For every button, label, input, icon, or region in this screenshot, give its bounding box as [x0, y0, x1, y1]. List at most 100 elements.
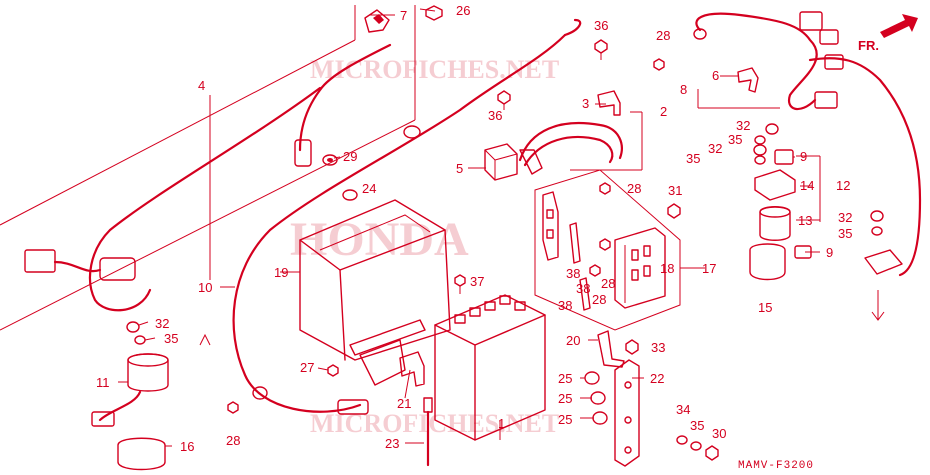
part-22-bracket — [614, 359, 640, 467]
callout-1: 1 — [498, 416, 505, 431]
part-25-nut-c — [592, 411, 608, 425]
callout-8: 8 — [680, 82, 687, 97]
part-35-washer-right-a — [754, 135, 766, 145]
part-7-terminal-cap — [364, 9, 390, 33]
part-19-battery-box — [299, 199, 451, 386]
part-35-washer-right-c — [871, 226, 883, 236]
callout-4: 4 — [198, 78, 205, 93]
front-direction-arrow: FR. — [858, 14, 918, 53]
part-20-stay — [597, 330, 625, 368]
part-28-screw-fuse-a — [599, 238, 611, 251]
callout-32-right-c: 32 — [838, 210, 852, 225]
callout-3: 3 — [582, 96, 589, 111]
callout-31: 31 — [668, 183, 682, 198]
part-38-fuse-holder-middle — [569, 222, 581, 264]
part-28-bolt-top — [653, 58, 665, 71]
callout-5: 5 — [456, 161, 463, 176]
callout-30: 30 — [712, 426, 726, 441]
callout-16: 16 — [180, 439, 194, 454]
callout-2: 2 — [660, 104, 667, 119]
callout-12: 12 — [836, 178, 850, 193]
callout-35-left: 35 — [164, 331, 178, 346]
part-21-stay — [399, 351, 425, 387]
callout-28-fuse-a: 28 — [601, 276, 615, 291]
callout-23: 23 — [385, 436, 399, 451]
part-18-fuse-box — [614, 227, 666, 309]
part-2-cable-assembly — [518, 121, 623, 175]
part-30-bolt — [705, 445, 719, 461]
callout-15: 15 — [758, 300, 772, 315]
callout-37: 37 — [470, 274, 484, 289]
callout-13: 13 — [798, 213, 812, 228]
part-1-battery — [434, 294, 546, 441]
callout-32-left: 32 — [155, 316, 169, 331]
callout-6: 6 — [712, 68, 719, 83]
part-36-bolt-lower — [497, 90, 511, 110]
callout-29: 29 — [343, 149, 357, 164]
callout-17: 17 — [702, 261, 716, 276]
part-26-bolt — [425, 5, 443, 21]
callout-7: 7 — [400, 8, 407, 23]
part-25-nut-b — [590, 391, 606, 405]
part-36-bolt-upper — [594, 39, 608, 60]
part-34-washer — [676, 435, 688, 445]
part-23-bolt — [423, 397, 433, 467]
part-38-fuse-holder-lower — [579, 277, 591, 311]
callout-11: 11 — [96, 375, 110, 390]
part-37-screw — [454, 274, 466, 294]
callout-21: 21 — [397, 396, 411, 411]
part-35-washer-left — [134, 335, 146, 345]
part-11-starter-relay-left — [91, 353, 169, 427]
watermark-top: MICROFICHES.NET — [310, 55, 559, 84]
part-35-washer-right-b — [754, 155, 766, 165]
callout-35-right-a: 35 — [728, 132, 742, 147]
callout-28-top: 28 — [656, 28, 670, 43]
part-14-relay-bracket — [754, 169, 796, 201]
part-32-nut-right-a — [765, 123, 779, 135]
part-28-bolt-left — [227, 401, 239, 414]
arrow-right — [871, 290, 885, 321]
part-32-nut-right-c — [870, 210, 884, 222]
part-27-bolt — [327, 364, 339, 377]
part-38-fuse-holder-upper — [542, 191, 559, 261]
callout-38-middle: 38 — [576, 281, 590, 296]
callout-19: 19 — [274, 265, 288, 280]
part-6-clip — [737, 67, 759, 93]
callout-27: 27 — [300, 360, 314, 375]
callout-14: 14 — [800, 178, 814, 193]
part-4-negative-cable — [24, 43, 392, 312]
watermark-center: HONDA — [290, 213, 469, 266]
part-5-terminal-cover — [484, 143, 518, 181]
callout-32-right-b: 32 — [708, 141, 722, 156]
callout-25-b: 25 — [558, 391, 572, 406]
part-35-washer-lower — [690, 441, 702, 451]
leader-lines — [0, 5, 821, 447]
part-25-nut-a — [584, 371, 600, 385]
callout-22: 22 — [650, 371, 664, 386]
callout-25-c: 25 — [558, 412, 572, 427]
callout-32-right-a: 32 — [736, 118, 750, 133]
part-16-relay-cover-left — [117, 437, 166, 471]
arrow-left — [199, 333, 211, 346]
callout-10: 10 — [198, 280, 212, 295]
callout-38-lower: 38 — [558, 298, 572, 313]
callout-18: 18 — [660, 261, 674, 276]
part-32-nut-left — [126, 321, 140, 333]
callout-24: 24 — [362, 181, 376, 196]
part-24-grommet — [342, 189, 358, 201]
part-17-fuse-box-assembly — [534, 169, 681, 331]
callout-35-right-b: 35 — [686, 151, 700, 166]
part-8-wire-harness — [693, 11, 922, 277]
callout-9-upper: 9 — [800, 149, 807, 164]
callout-26: 26 — [456, 3, 470, 18]
diagram-code: MAMV-F3200 — [738, 460, 814, 472]
part-31-bolt — [667, 203, 681, 219]
callout-labels: 1 2 3 4 5 6 7 8 9 9 10 11 12 13 14 15 16… — [96, 3, 852, 454]
callout-25-a: 25 — [558, 371, 572, 386]
callout-35-lower: 35 — [690, 418, 704, 433]
part-33-nut — [625, 339, 639, 355]
callout-20: 20 — [566, 333, 580, 348]
callout-34: 34 — [676, 402, 690, 417]
part-28-screw-mid — [599, 182, 611, 195]
